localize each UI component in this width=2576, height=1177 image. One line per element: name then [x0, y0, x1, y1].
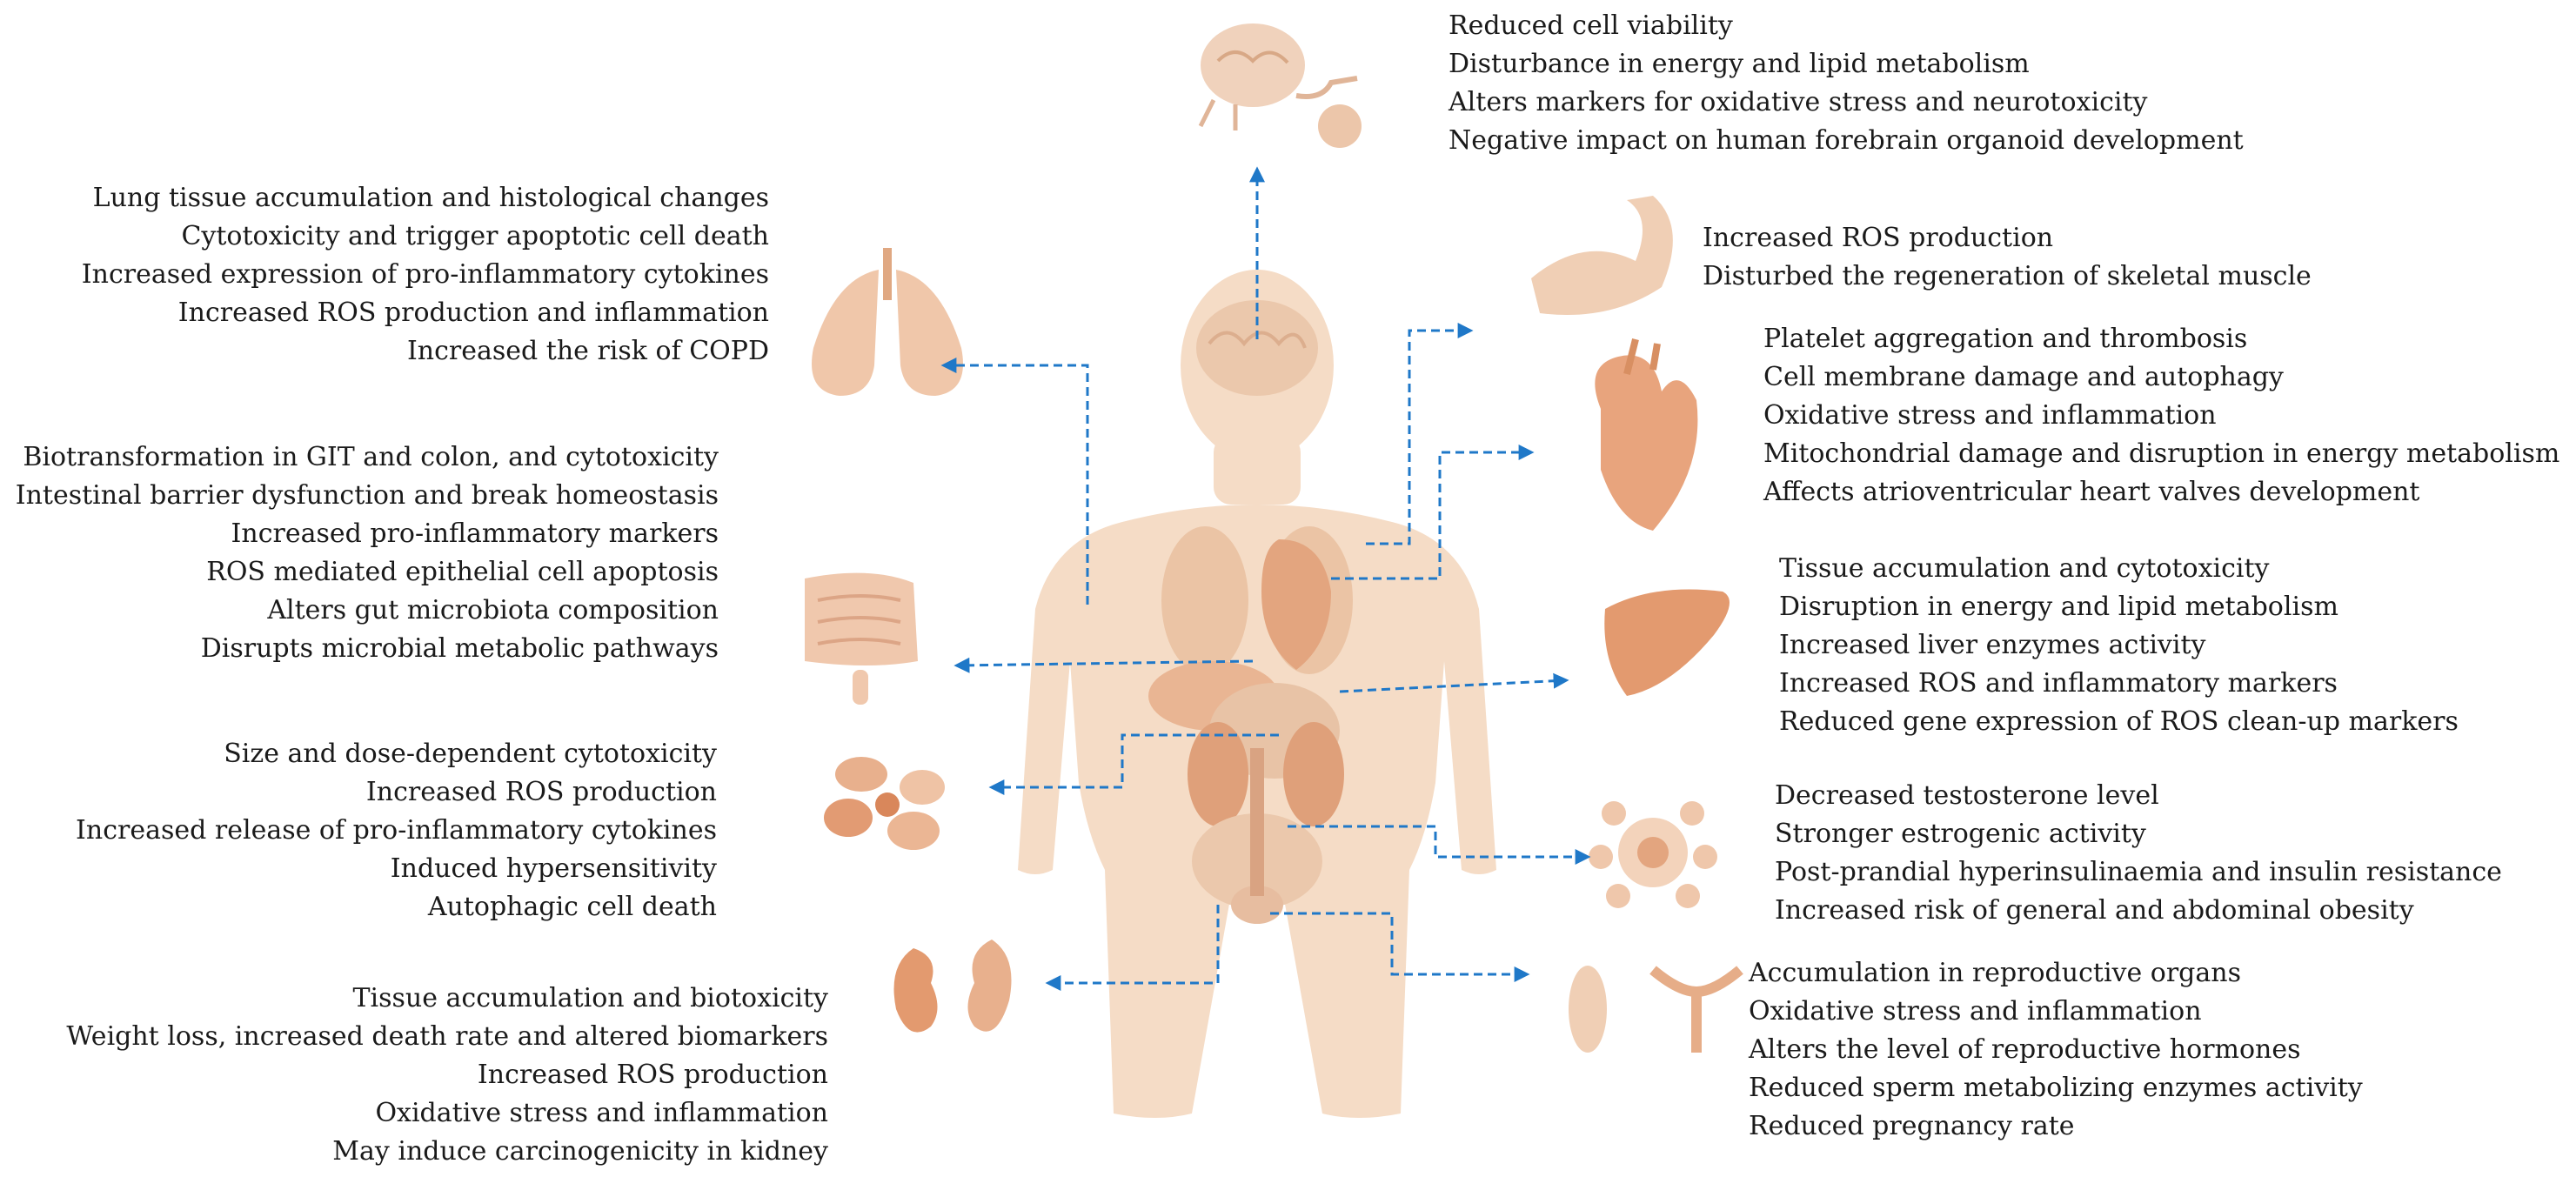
liver-icon — [1604, 589, 1730, 696]
liver-effect-line: Increased ROS and inflammatory markers — [1779, 668, 2338, 699]
immune-effect-line: Increased ROS production — [365, 777, 717, 807]
liver-effect-line: Reduced gene expression of ROS clean-up … — [1779, 706, 2459, 737]
immune-effect-line: Size and dose-dependent cytotoxicity — [224, 739, 717, 769]
endocrine-effect-line: Decreased testosterone level — [1775, 780, 2159, 811]
brain-effect-line: Reduced cell viability — [1449, 10, 1733, 41]
immune-effect-line: Increased release of pro-inflammatory cy… — [76, 815, 717, 846]
heart-effect-line: Mitochondrial damage and disruption in e… — [1763, 438, 2560, 469]
kidney-effect-line: Tissue accumulation and biotoxicity — [352, 983, 828, 1013]
heart-effect-line: Cell membrane damage and autophagy — [1763, 362, 2284, 392]
liver-effect-line: Disruption in energy and lipid metabolis… — [1779, 592, 2338, 622]
heart-effect-line: Oxidative stress and inflammation — [1763, 400, 2217, 431]
head-brain-icon — [1196, 300, 1318, 396]
lung-effects: Lung tissue accumulation and histologica… — [82, 179, 769, 371]
intestine-icon — [805, 572, 918, 705]
body-internal-organs — [1148, 526, 1353, 924]
brain-effect-line: Negative impact on human forebrain organ… — [1449, 125, 2244, 156]
intestine-effect-line: Intestinal barrier dysfunction and break… — [15, 480, 719, 511]
reproductive-effect-line: Oxidative stress and inflammation — [1749, 996, 2202, 1027]
brain-effect-line: Alters markers for oxidative stress and … — [1449, 87, 2148, 117]
endocrine-effect-line: Increased risk of general and abdominal … — [1775, 895, 2414, 926]
immune-effect-line: Induced hypersensitivity — [390, 853, 717, 884]
kidney-icon — [893, 940, 1012, 1033]
connector-arrows — [940, 166, 1591, 991]
heart-effect-line: Affects atrioventricular heart valves de… — [1763, 477, 2420, 507]
muscle-effect-line: Increased ROS production — [1703, 223, 2054, 253]
reproductive-effect-line: Alters the level of reproductive hormone… — [1749, 1034, 2301, 1065]
arm-muscle-icon — [1531, 196, 1673, 315]
immune-cells-icon — [824, 757, 945, 850]
reproductive-effect-line: Reduced pregnancy rate — [1749, 1111, 2075, 1141]
intestine-effect-line: Alters gut microbiota composition — [267, 595, 719, 625]
lung-effect-line: Increased expression of pro-inflammatory… — [81, 259, 769, 290]
intestine-effect-line: Increased pro-inflammatory markers — [231, 518, 719, 549]
intestine-effect-line: ROS mediated epithelial cell apoptosis — [206, 557, 719, 587]
endocrine-system-icon — [1589, 801, 1717, 908]
reproductive-organs-icon — [1569, 966, 1743, 1053]
liver-effect-line: Tissue accumulation and cytotoxicity — [1779, 553, 2270, 584]
intestine-effect-line: Disrupts microbial metabolic pathways — [200, 633, 719, 664]
heart-icon — [1595, 338, 1698, 531]
reproductive-effect-line: Reduced sperm metabolizing enzymes activ… — [1749, 1073, 2363, 1103]
kidney-effect-line: Weight loss, increased death rate and al… — [66, 1021, 828, 1052]
intestine-effect-line: Biotransformation in GIT and colon, and … — [23, 442, 719, 472]
kidney-effect-line: May induce carcinogenicity in kidney — [332, 1136, 828, 1167]
immune-effect-line: Autophagic cell death — [427, 892, 717, 922]
heart-effect-line: Platelet aggregation and thrombosis — [1763, 324, 2248, 354]
reproductive-effect-line: Accumulation in reproductive organs — [1749, 958, 2241, 988]
kidney-effect-line: Oxidative stress and inflammation — [375, 1098, 828, 1128]
liver-effect-line: Increased liver enzymes activity — [1779, 630, 2206, 660]
muscle-effect-line: Disturbed the regeneration of skeletal m… — [1703, 261, 2312, 291]
kidney-effect-line: Increased ROS production — [477, 1060, 828, 1090]
lung-effect-line: Increased the risk of COPD — [406, 336, 769, 366]
intestine-effects: Biotransformation in GIT and colon, and … — [16, 438, 719, 668]
lungs-icon — [812, 248, 963, 396]
brain-effect-line: Disturbance in energy and lipid metaboli… — [1449, 49, 2030, 79]
lung-effect-line: Increased ROS production and inflammatio… — [177, 298, 769, 328]
endocrine-effect-line: Post-prandial hyperinsulinaemia and insu… — [1775, 857, 2502, 887]
brain-neuron-icon — [1198, 23, 1362, 148]
endocrine-effect-line: Stronger estrogenic activity — [1775, 819, 2146, 849]
lung-effect-line: Cytotoxicity and trigger apoptotic cell … — [181, 221, 769, 251]
lung-effect-line: Lung tissue accumulation and histologica… — [92, 183, 769, 213]
